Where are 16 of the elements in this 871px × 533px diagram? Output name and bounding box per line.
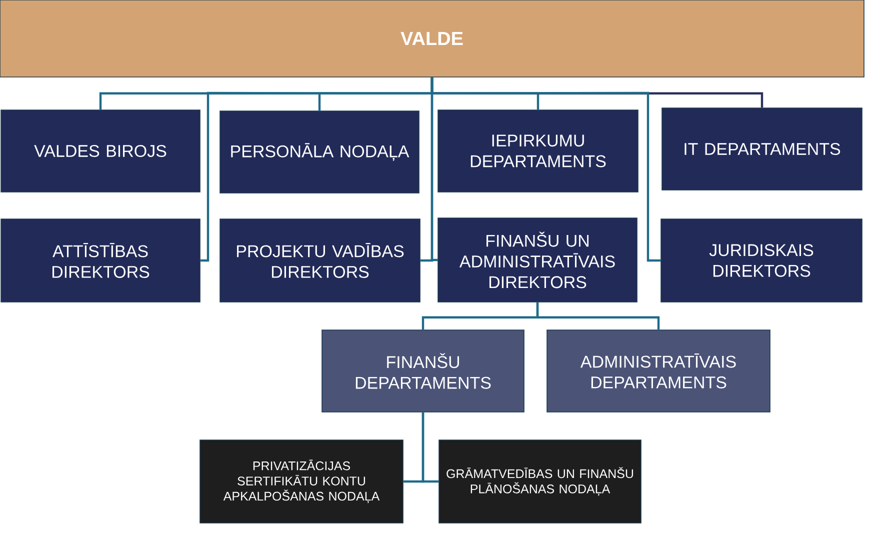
director-box: JURIDISKAIS DIREKTORS bbox=[660, 218, 862, 302]
department-box: FINANŠU DEPARTAMENTS bbox=[322, 330, 524, 412]
director-box: PROJEKTU VADĪBAS DIREKTORS bbox=[220, 218, 420, 302]
connector-line bbox=[430, 77, 661, 262]
connector-line bbox=[536, 302, 660, 330]
department-box: IT DEPARTAMENTS bbox=[662, 108, 862, 190]
connector-line bbox=[422, 412, 439, 483]
department-box: IEPIRKUMU DEPARTAMENTS bbox=[438, 110, 638, 192]
unit-box: PRIVATIZĀCIJAS SERTIFIKĀTU KONTU APKALPOŠANAS NODAĻA bbox=[200, 440, 404, 524]
header-band: VALDE bbox=[0, 0, 864, 78]
department-box: PERSONĀLA NODAĻA bbox=[220, 110, 420, 194]
department-box: ADMINISTRATĪVAIS DEPARTAMENTS bbox=[546, 330, 770, 412]
department-box: VALDES BIROJS bbox=[0, 110, 200, 192]
director-box: ATTĪSTĪBAS DIREKTORS bbox=[0, 218, 200, 302]
director-box: FINANŠU UN ADMINISTRATĪVAIS DIREKTORS bbox=[438, 218, 638, 302]
unit-box: GRĀMATVEDĪBAS UN FINANŠU PLĀNOŠANAS NODAĻA bbox=[438, 440, 642, 524]
